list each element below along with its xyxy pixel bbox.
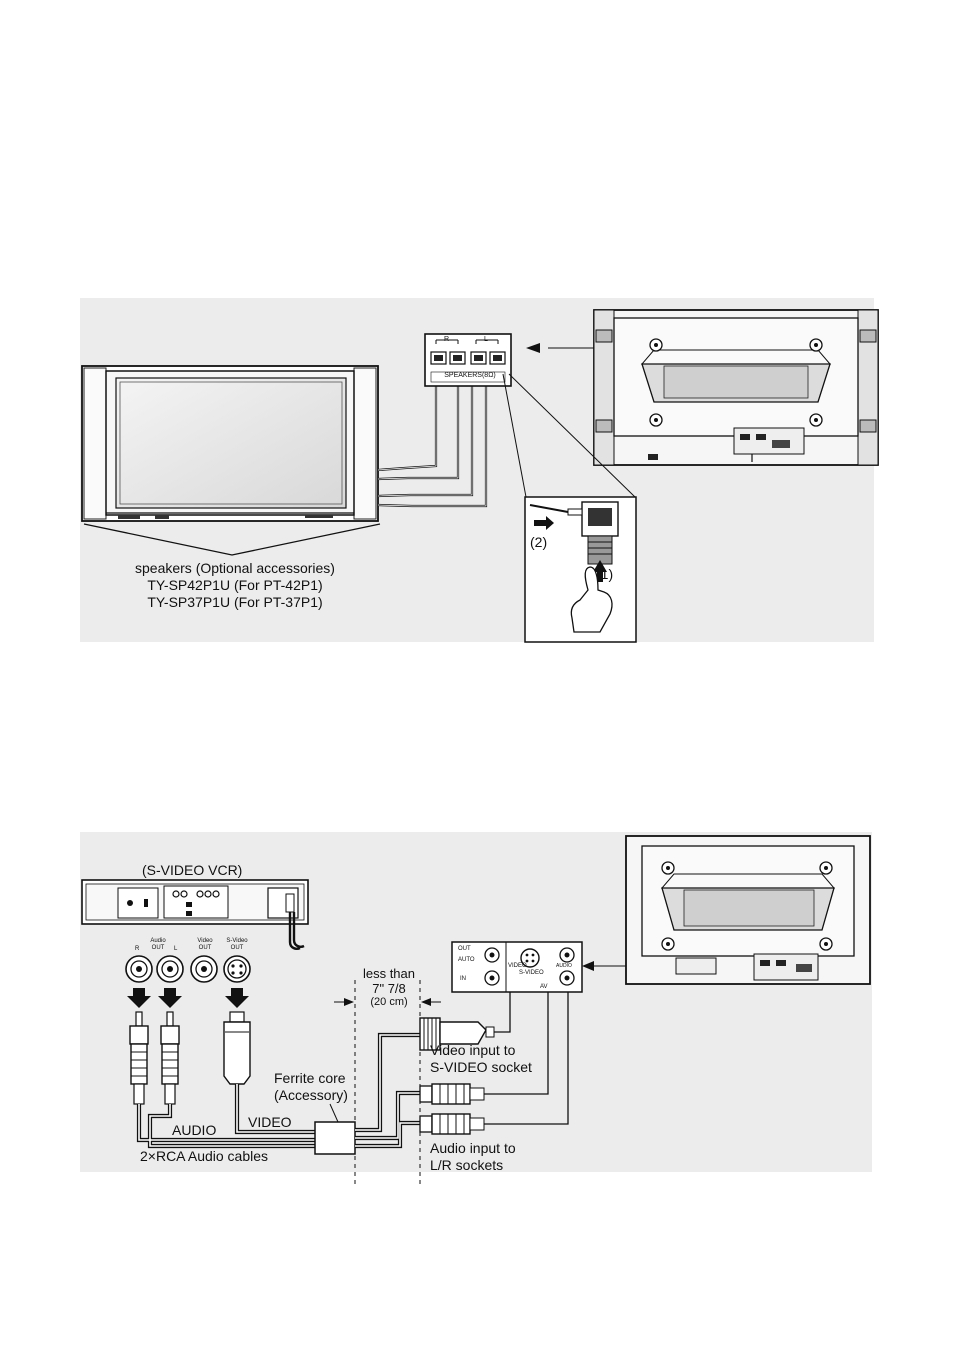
panel-out-label: OUT — [458, 946, 471, 952]
terminal-r-label: R — [444, 336, 450, 343]
svideo-plug — [223, 1011, 251, 1085]
speakers-caption-line3: TY-SP37P1U (For PT-37P1) — [147, 594, 323, 610]
ferrite-line1: Ferrite core — [274, 1070, 346, 1086]
distance-line3: (20 cm) — [370, 996, 408, 1008]
video-input-line1: Video input to — [430, 1042, 516, 1058]
panel-video-label: VIDEO — [508, 963, 527, 969]
vcr-output-jacks — [125, 955, 251, 983]
speaker-terminal-label: SPEAKERS(8Ω) — [444, 372, 496, 379]
port-audio-out-label: Audio OUT — [150, 938, 166, 951]
vcr-illustration — [80, 832, 872, 1185]
speaker-terminal — [424, 333, 512, 387]
audio-cable-label: AUDIO — [172, 1122, 217, 1138]
terminal-inset — [502, 373, 637, 643]
rca-plugs-tv — [419, 968, 569, 1135]
port-svideo-out-label: S-Video OUT — [226, 938, 248, 951]
panel-av-label: AV — [540, 984, 548, 990]
video-input-line2: S-VIDEO socket — [430, 1059, 532, 1075]
speakers-caption-line1: speakers (Optional accessories) — [135, 560, 335, 576]
av-input-panel — [451, 941, 583, 993]
vcr-unit — [81, 879, 309, 950]
rca-plug-l — [160, 1011, 180, 1105]
port-r-label: R — [135, 946, 140, 952]
audio-input-line2: L/R sockets — [430, 1157, 504, 1173]
speakers-caption-line2: TY-SP42P1U (For PT-42P1) — [147, 577, 323, 593]
distance-line1: less than — [362, 966, 416, 981]
panel-in-label: IN — [460, 976, 466, 982]
plasma-tv-rear-2 — [625, 835, 871, 985]
distance-line2: 7" 7/8 — [372, 981, 406, 996]
plasma-tv-front — [81, 365, 379, 522]
rca-cables-label: 2×RCA Audio cables — [140, 1148, 269, 1164]
rca-plug-r — [129, 1011, 149, 1105]
ferrite-line2: (Accessory) — [274, 1087, 348, 1103]
port-video-out-label: Video OUT — [197, 938, 213, 951]
panel-audio-label: AUDIO — [556, 963, 572, 969]
plasma-tv-rear — [593, 309, 879, 466]
step-1-label: (1) — [596, 566, 614, 582]
ferrite-core — [314, 1121, 356, 1155]
svideo-plug-tv — [419, 967, 522, 1051]
vcr-title: (S-VIDEO VCR) — [142, 862, 243, 878]
port-l-label: L — [174, 946, 178, 952]
down-arrows — [127, 988, 249, 1008]
panel-svideo-label: S-VIDEO — [519, 970, 544, 976]
step-2-label: (2) — [530, 534, 548, 550]
audio-input-line1: Audio input to — [430, 1140, 516, 1156]
video-cable-label: VIDEO — [248, 1114, 292, 1130]
panel-auto-label: AUTO — [458, 957, 475, 963]
terminal-l-label: L — [484, 336, 488, 343]
speaker-illustration — [80, 298, 879, 643]
